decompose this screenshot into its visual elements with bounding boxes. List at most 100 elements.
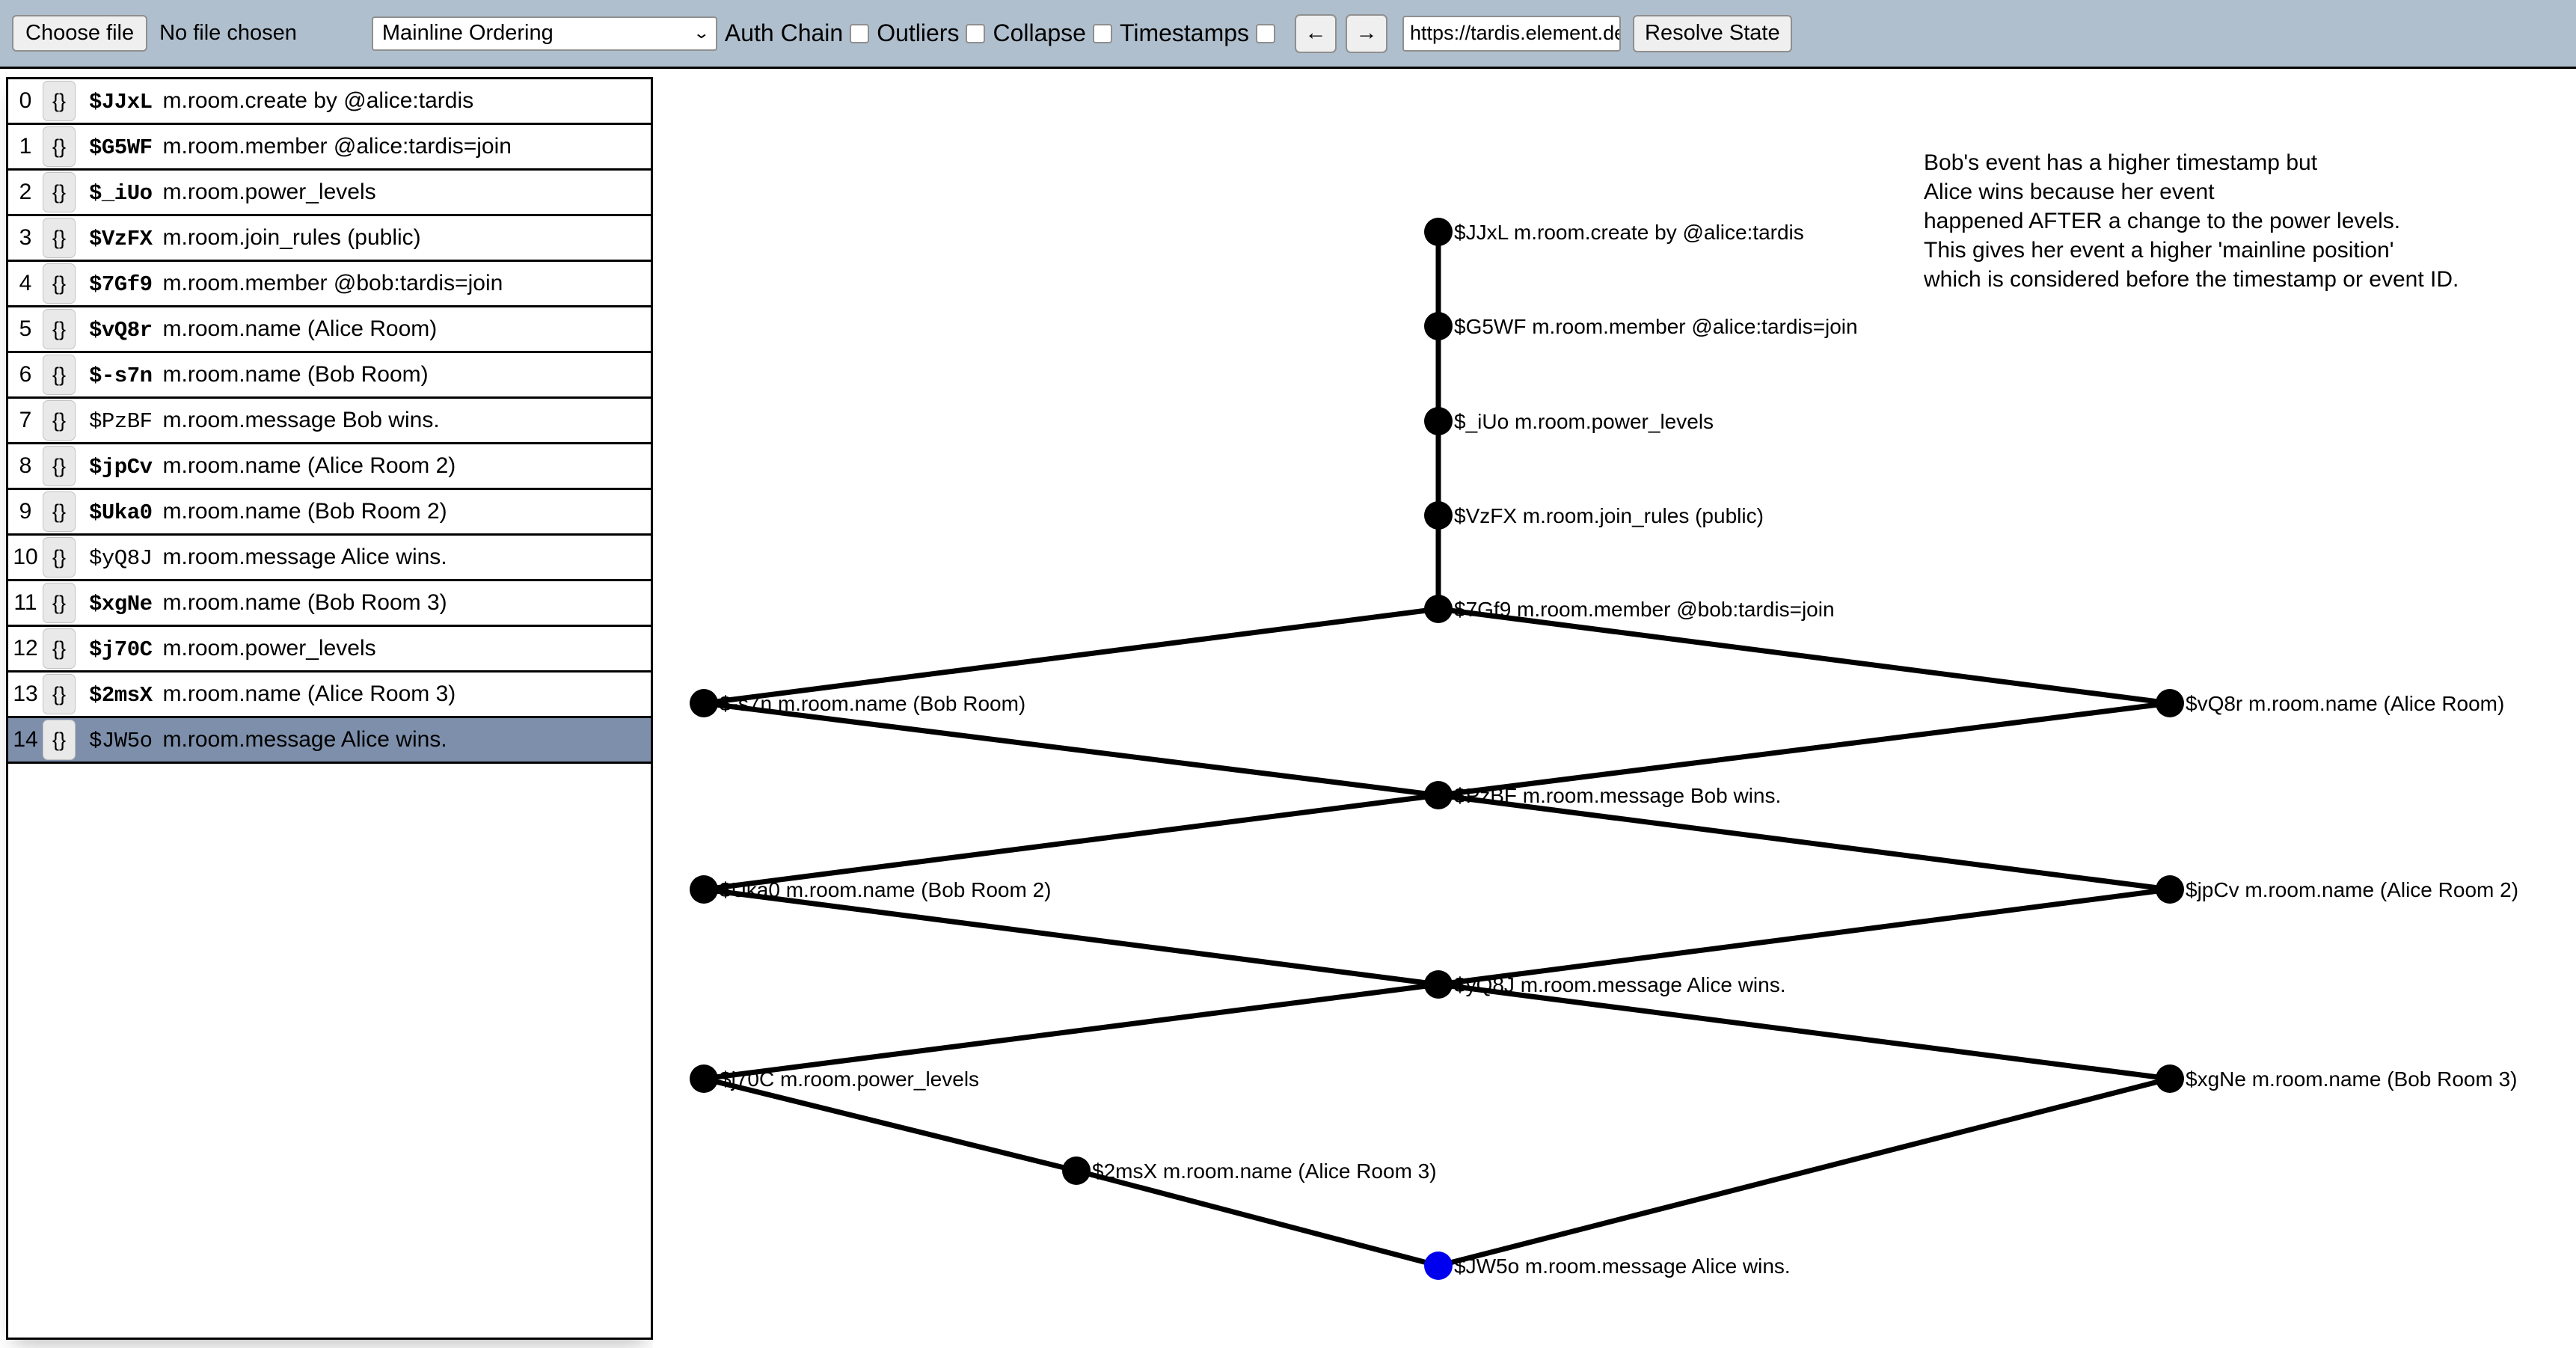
dag-node-label: $xgNe m.room.name (Bob Room 3) (2186, 1067, 2518, 1091)
ordering-select[interactable]: Mainline Ordering ⌄ (371, 16, 717, 51)
dag-nodes[interactable]: $JJxL m.room.create by @alice:tardis $G5W… (690, 218, 2518, 1280)
view-json-button[interactable]: {} (43, 400, 76, 441)
event-id: $-s7n (89, 363, 153, 388)
event-list-panel[interactable]: 0 {} $JJxL m.room.create by @alice:tardis 1{… (6, 77, 653, 1340)
dag-node-label: $G5WF m.room.member @alice:tardis=join (1454, 315, 1858, 338)
dag-node[interactable] (1062, 1156, 1091, 1185)
view-json-button[interactable]: {} (43, 218, 76, 258)
view-json-button[interactable]: {} (43, 172, 76, 212)
dag-canvas[interactable]: $JJxL m.room.create by @alice:tardis $G5W… (653, 69, 2576, 1348)
auth-chain-checkbox[interactable] (850, 23, 870, 43)
view-json-button[interactable]: {} (43, 491, 76, 532)
annotation-line: Alice wins because her event (1924, 180, 2215, 204)
resolve-state-button[interactable]: Resolve State (1633, 14, 1792, 52)
view-json-button[interactable]: {} (43, 674, 76, 714)
event-index: 5 (19, 316, 32, 341)
event-index: 11 (13, 590, 37, 615)
dag-edge (703, 606, 1439, 706)
forward-button[interactable]: → (1346, 13, 1388, 53)
dag-node[interactable] (1424, 1252, 1453, 1280)
dag-node[interactable] (1424, 781, 1453, 809)
toolbar: Choose file No file chosen Mainline Orde… (0, 0, 2576, 69)
dag-node-label: $JJxL m.room.create by @alice:tardis (1454, 221, 1804, 244)
event-list-item[interactable]: 0 {} $JJxL m.room.create by @alice:tardis (8, 79, 651, 125)
event-description: m.room.member @bob:tardis=join (162, 270, 503, 295)
view-json-button[interactable]: {} (43, 355, 76, 395)
view-json-button[interactable]: {} (43, 446, 76, 486)
event-description: m.room.message Bob wins. (162, 407, 440, 432)
annotation-line: which is considered before the timestamp… (1924, 267, 2459, 292)
dag-node[interactable] (1424, 407, 1453, 435)
view-json-button[interactable]: {} (43, 720, 76, 760)
event-id: $j70C (89, 637, 153, 662)
event-description: m.room.create by @alice:tardis (162, 88, 474, 113)
auth-chain-label: Auth Chain (724, 19, 844, 46)
dag-node-label: $vQ8r m.room.name (Alice Room) (2186, 692, 2504, 715)
dag-node[interactable] (690, 689, 718, 717)
server-url-input[interactable]: https://tardis.element.dev (1402, 15, 1622, 52)
collapse-label: Collapse (993, 19, 1086, 46)
dag-node[interactable] (1424, 218, 1453, 246)
dag-node-label: $_iUo m.room.power_levels (1454, 410, 1714, 433)
view-json-button[interactable]: {} (43, 537, 76, 578)
event-index: 6 (19, 362, 32, 387)
view-json-button[interactable]: {} (43, 263, 76, 304)
choose-file-button[interactable]: Choose file (12, 14, 148, 52)
no-file-chosen-label: No file chosen (159, 21, 297, 45)
dag-node-label: $PzBF m.room.message Bob wins. (1454, 784, 1781, 807)
outliers-checkbox[interactable] (966, 23, 986, 43)
annotation-line: This gives her event a higher 'mainline … (1924, 238, 2394, 263)
event-description: m.room.name (Alice Room) (162, 316, 438, 341)
dag-node[interactable] (2156, 689, 2184, 717)
dag-node[interactable] (1424, 312, 1453, 340)
outliers-label: Outliers (877, 19, 960, 46)
dag-node[interactable] (1424, 501, 1453, 530)
dag-node[interactable] (1424, 970, 1453, 999)
dag-edge (1438, 981, 2171, 1082)
dag-node[interactable] (2156, 875, 2184, 904)
view-json-button[interactable]: {} (43, 628, 76, 669)
dag-node[interactable] (690, 875, 718, 904)
dag-edges (703, 232, 2171, 1269)
dag-node[interactable] (1424, 595, 1453, 623)
view-json-button[interactable]: {} (43, 583, 76, 623)
event-description: m.room.name (Alice Room 3) (162, 681, 456, 706)
event-id: $JJxL (89, 89, 153, 114)
event-index: 0 (19, 88, 32, 113)
event-index: 10 (13, 545, 38, 569)
timestamps-checkbox[interactable] (1256, 23, 1276, 43)
timestamps-label: Timestamps (1119, 19, 1250, 46)
view-json-button[interactable]: {} (43, 81, 76, 121)
event-id: $Uka0 (89, 500, 153, 525)
collapse-checkbox[interactable] (1092, 23, 1112, 43)
view-json-button[interactable]: {} (43, 309, 76, 349)
view-json-button[interactable]: {} (43, 126, 76, 167)
back-button[interactable]: ← (1295, 13, 1337, 53)
dag-node[interactable] (690, 1064, 718, 1093)
event-id: $7Gf9 (89, 272, 153, 297)
event-id: $_iUo (89, 180, 153, 206)
dag-node-label: $VzFX m.room.join_rules (public) (1454, 504, 1764, 527)
dag-node[interactable] (2156, 1064, 2184, 1093)
